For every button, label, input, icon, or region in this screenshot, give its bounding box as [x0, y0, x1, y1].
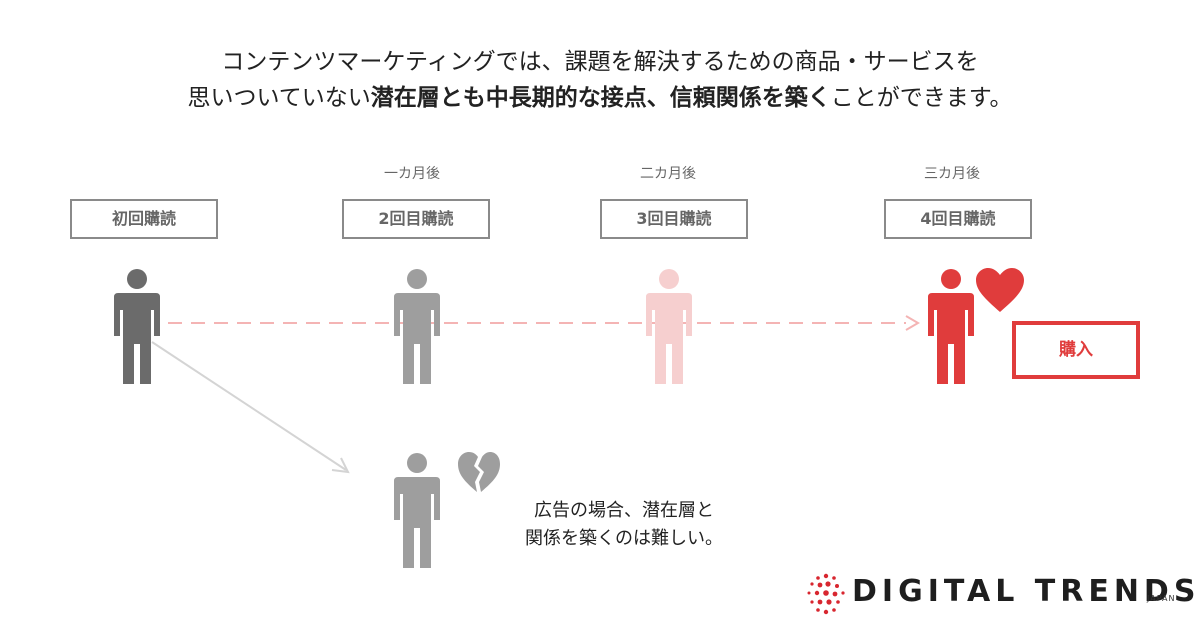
heart-icon: [976, 268, 1024, 312]
headline-line-2-post: ことができます。: [830, 85, 1013, 111]
timeline-arrowhead: [905, 315, 920, 331]
person-icon: [394, 453, 440, 568]
ad-path-arrowhead: [331, 457, 350, 474]
brand-name: DIGITAL TRENDS: [852, 574, 1200, 609]
brand-dots-icon: [807, 573, 845, 615]
stage-box-3: 3回目購読: [600, 199, 748, 239]
brand-sub: JAPAN: [1147, 594, 1176, 603]
period-label-2: 一カ月後: [384, 166, 440, 182]
headline: コンテンツマーケティングでは、課題を解決するための商品・サービスを 思いついてい…: [0, 44, 1200, 116]
person-icon: [646, 269, 692, 384]
ad-note: 広告の場合、潜在層と 関係を築くのは難しい。: [504, 497, 744, 553]
period-label-3: 二カ月後: [640, 166, 696, 182]
stage-box-2: 2回目購読: [342, 199, 490, 239]
headline-line-2-pre: 思いついていない: [187, 85, 371, 111]
broken-heart-icon: [458, 452, 500, 492]
ad-note-line-2: 関係を築くのは難しい。: [525, 528, 723, 549]
period-label-4: 三カ月後: [924, 166, 980, 182]
ad-path-arrow: [151, 341, 347, 471]
person-icon: [928, 269, 974, 384]
headline-line-2: 思いついていない潜在層とも中長期的な接点、信頼関係を築くことができます。: [0, 80, 1200, 116]
purchase-box: 購入: [1012, 321, 1140, 379]
stage-box-1: 初回購読: [70, 199, 218, 239]
headline-line-1: コンテンツマーケティングでは、課題を解決するための商品・サービスを: [221, 49, 979, 75]
ad-note-line-1: 広告の場合、潜在層と: [534, 500, 714, 521]
headline-line-2-bold: 潜在層とも中長期的な接点、信頼関係を築く: [370, 85, 831, 111]
person-icon: [114, 269, 160, 384]
stage-box-4: 4回目購読: [884, 199, 1032, 239]
person-icon: [394, 269, 440, 384]
